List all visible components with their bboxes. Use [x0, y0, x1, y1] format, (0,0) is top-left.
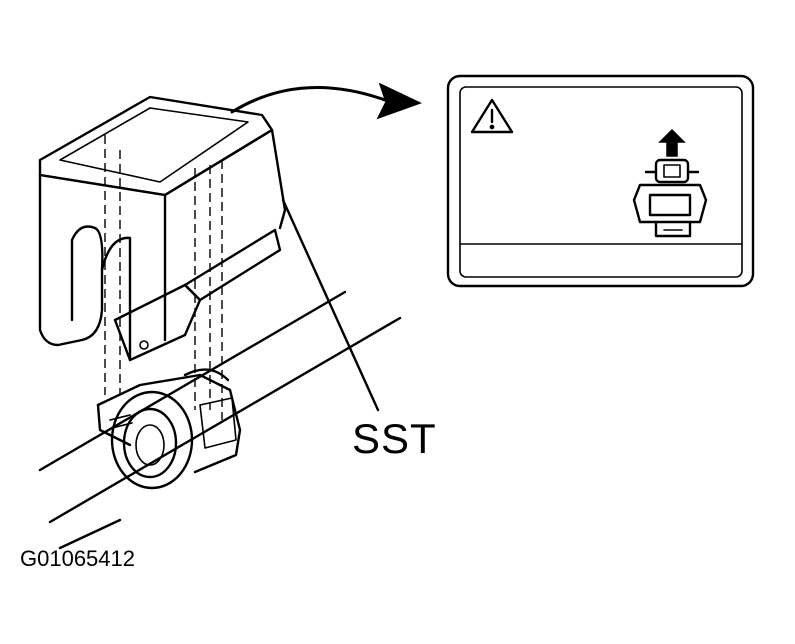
warning-triangle-icon — [470, 98, 514, 134]
curved-arrow-icon — [230, 82, 422, 120]
sst-leader-line — [281, 198, 380, 412]
arrow-up-icon — [658, 128, 686, 157]
pipe-lines — [38, 290, 402, 550]
connector-icon — [632, 158, 708, 238]
inset-panel — [446, 74, 755, 288]
figure-id: G01065412 — [20, 546, 135, 571]
pipe-connector — [96, 368, 242, 490]
sst-tool — [38, 95, 287, 420]
sst-label: SST — [352, 415, 437, 462]
